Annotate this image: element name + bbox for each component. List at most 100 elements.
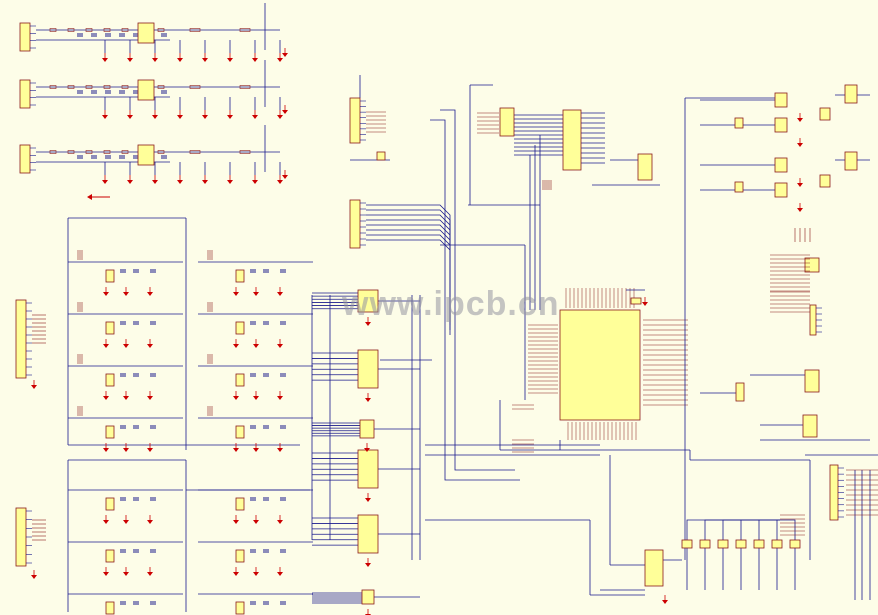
ground-symbol <box>277 567 283 576</box>
ground-triangle <box>253 292 259 296</box>
ic-chip <box>376 151 386 161</box>
ground-triangle <box>365 322 371 326</box>
ground-triangle <box>277 572 283 576</box>
capacitor-symbol <box>133 373 139 377</box>
ground-triangle <box>253 344 259 348</box>
ground-triangle <box>103 520 109 524</box>
ground-triangle <box>797 143 803 147</box>
ic-chip <box>137 144 155 166</box>
capacitor-symbol <box>119 155 125 159</box>
resistor-symbol <box>239 28 251 32</box>
ground-symbol <box>253 515 259 524</box>
ic-chip <box>562 109 582 171</box>
capacitor-symbol <box>105 155 111 159</box>
ground-triangle <box>103 344 109 348</box>
capacitor-symbol <box>263 549 269 553</box>
ic-chip <box>105 321 115 335</box>
ic-chip <box>19 22 31 52</box>
ic-chip <box>499 107 515 137</box>
ic-chip <box>235 497 245 511</box>
resistor-symbol <box>239 85 251 89</box>
wire <box>780 519 796 540</box>
ic-chip <box>357 514 379 554</box>
ic-chip <box>753 539 765 549</box>
ground-triangle <box>147 520 153 524</box>
ground-triangle <box>365 563 371 567</box>
ground-symbol <box>123 287 129 296</box>
ic-chip <box>357 349 379 389</box>
ground-symbol <box>662 595 668 604</box>
ground-symbol <box>282 170 288 179</box>
ground-symbol <box>282 105 288 114</box>
ground-symbol <box>252 175 258 184</box>
wire <box>740 519 780 540</box>
ground-triangle <box>102 180 108 184</box>
capacitor-symbol <box>263 373 269 377</box>
ic-chip <box>105 425 115 439</box>
resistor-symbol <box>103 85 111 89</box>
capacitor-symbol <box>250 269 256 273</box>
ground-triangle <box>123 344 129 348</box>
ic-chip <box>809 304 817 336</box>
wire <box>776 519 780 540</box>
resistor-symbol <box>67 85 75 89</box>
ground-triangle <box>365 398 371 402</box>
ground-symbol <box>123 339 129 348</box>
capacitor-symbol <box>280 497 286 501</box>
ic-chip <box>804 369 820 393</box>
ic-chip <box>235 373 245 387</box>
ground-symbol <box>202 110 208 119</box>
capacitor-symbol <box>150 373 156 377</box>
ground-symbol <box>31 380 37 389</box>
wire <box>722 519 780 540</box>
ground-symbol <box>103 339 109 348</box>
capacitor-symbol <box>120 549 126 553</box>
ground-symbol <box>103 443 109 452</box>
ground-symbol <box>147 443 153 452</box>
wire <box>366 239 451 335</box>
ground-symbol <box>202 175 208 184</box>
ground-symbol <box>277 443 283 452</box>
capacitor-symbol <box>280 425 286 429</box>
ground-triangle <box>277 344 283 348</box>
ic-chip <box>359 419 375 439</box>
ground-symbol <box>227 110 233 119</box>
resistor-symbol <box>67 28 75 32</box>
wire <box>366 209 451 305</box>
capacitor-symbol <box>150 321 156 325</box>
ground-symbol <box>277 53 283 62</box>
capacitor-symbol <box>250 321 256 325</box>
ground-symbol <box>233 515 239 524</box>
wire <box>704 519 780 540</box>
ground-triangle <box>127 115 133 119</box>
ground-symbol <box>147 287 153 296</box>
ground-triangle <box>662 600 668 604</box>
ic-chip <box>644 549 664 587</box>
resistor-symbol <box>103 150 111 154</box>
ground-symbol <box>102 53 108 62</box>
ground-triangle <box>127 58 133 62</box>
ground-triangle <box>252 115 258 119</box>
ground-triangle <box>202 180 208 184</box>
ic-chip <box>235 549 245 563</box>
resistor-symbol <box>157 28 165 32</box>
ground-triangle <box>277 115 283 119</box>
resistor-symbol <box>189 150 201 154</box>
ground-triangle <box>364 448 370 452</box>
ground-symbol <box>152 175 158 184</box>
ground-triangle <box>147 572 153 576</box>
ic-chip <box>235 269 245 283</box>
ic-chip <box>789 539 801 549</box>
ic-chip <box>637 153 653 181</box>
wires-layer <box>36 3 878 612</box>
ground-triangle <box>152 58 158 62</box>
components-layer <box>15 22 858 615</box>
ic-chip <box>349 97 361 144</box>
capacitor-symbol <box>250 373 256 377</box>
capacitor-symbol <box>280 269 286 273</box>
ground-symbol <box>127 175 133 184</box>
wire <box>440 109 515 471</box>
ground-symbol <box>127 53 133 62</box>
capacitor-symbol <box>77 33 83 37</box>
